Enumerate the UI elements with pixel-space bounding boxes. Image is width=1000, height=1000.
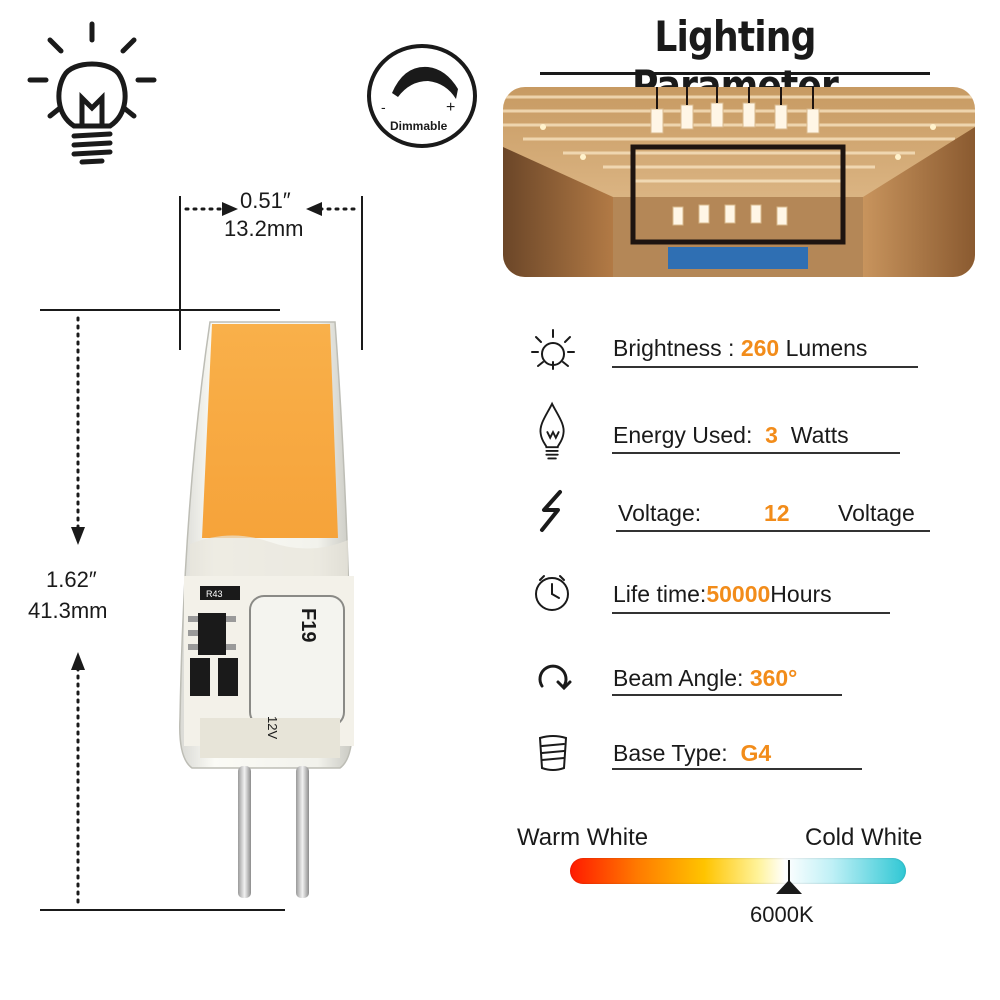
clock-icon bbox=[535, 575, 569, 611]
dimmable-badge: - + Dimmable bbox=[366, 43, 478, 149]
lightning-icon bbox=[540, 490, 562, 532]
warm-white-label: Warm White bbox=[517, 824, 649, 851]
lifetime-unit: Hours bbox=[770, 581, 832, 607]
title-underline bbox=[540, 72, 930, 75]
color-temperature-marker bbox=[776, 860, 803, 894]
dimmer-minus: - bbox=[381, 99, 386, 115]
energy-value: 3 bbox=[765, 422, 778, 448]
dimmable-label: Dimmable bbox=[390, 119, 448, 133]
beam-angle-label: Beam Angle: bbox=[613, 665, 744, 691]
width-inches: 0.51″ bbox=[240, 188, 291, 213]
sun-icon bbox=[531, 329, 575, 370]
voltage-underline bbox=[616, 530, 930, 532]
height-inches: 1.62″ bbox=[46, 567, 97, 592]
light-bulb-icon bbox=[27, 21, 157, 165]
brightness-value: 260 bbox=[740, 335, 780, 361]
cold-white-label: Cold White bbox=[805, 824, 923, 851]
param-voltage: Voltage: 12 Voltage bbox=[528, 486, 948, 536]
lifetime-value: 50000 bbox=[706, 581, 771, 607]
base-type-label: Base Type: bbox=[613, 740, 728, 766]
voltage-marking: 12V bbox=[265, 716, 280, 739]
base-type-underline bbox=[612, 768, 862, 770]
color-temperature-bar bbox=[570, 858, 906, 884]
param-base-type: Base Type: G4 bbox=[528, 728, 948, 778]
energy-underline bbox=[612, 452, 900, 454]
width-millimeters: 13.2mm bbox=[224, 216, 304, 241]
dimmer-plus: + bbox=[446, 99, 456, 116]
g4-led-bulb: R43 F19 12V bbox=[170, 318, 370, 908]
color-temperature-value: 6000K bbox=[750, 902, 814, 927]
rotate-icon bbox=[538, 664, 572, 691]
dimmer-knob-icon bbox=[367, 44, 477, 148]
energy-label: Energy Used: bbox=[613, 422, 753, 448]
base-icon bbox=[538, 735, 568, 771]
candle-bulb-icon bbox=[539, 401, 565, 460]
brightness-underline bbox=[612, 366, 918, 368]
beam-angle-underline bbox=[612, 694, 842, 696]
param-brightness: Brightness : 260 Lumens bbox=[528, 324, 948, 374]
param-lifetime: Life time:50000Hours bbox=[528, 568, 948, 618]
lifetime-label: Life time: bbox=[613, 581, 707, 607]
base-type-value: G4 bbox=[740, 740, 772, 766]
energy-unit: Watts bbox=[790, 422, 849, 448]
ceiling-light-photo bbox=[503, 87, 975, 277]
lifetime-underline bbox=[612, 612, 890, 614]
height-millimeters: 41.3mm bbox=[28, 598, 108, 623]
param-energy: Energy Used: 3 Watts bbox=[528, 400, 948, 460]
dimension-lines bbox=[40, 196, 363, 911]
voltage-unit: Voltage bbox=[838, 500, 915, 526]
brightness-label: Brightness : bbox=[613, 335, 735, 361]
resistor-marking: R43 bbox=[206, 589, 223, 599]
coil-marking: F19 bbox=[297, 608, 319, 642]
param-beam-angle: Beam Angle: 360° bbox=[528, 652, 948, 702]
voltage-value: 12 bbox=[764, 500, 790, 526]
brightness-unit: Lumens bbox=[785, 335, 868, 361]
voltage-label: Voltage: bbox=[618, 500, 702, 526]
beam-angle-value: 360° bbox=[749, 665, 798, 691]
